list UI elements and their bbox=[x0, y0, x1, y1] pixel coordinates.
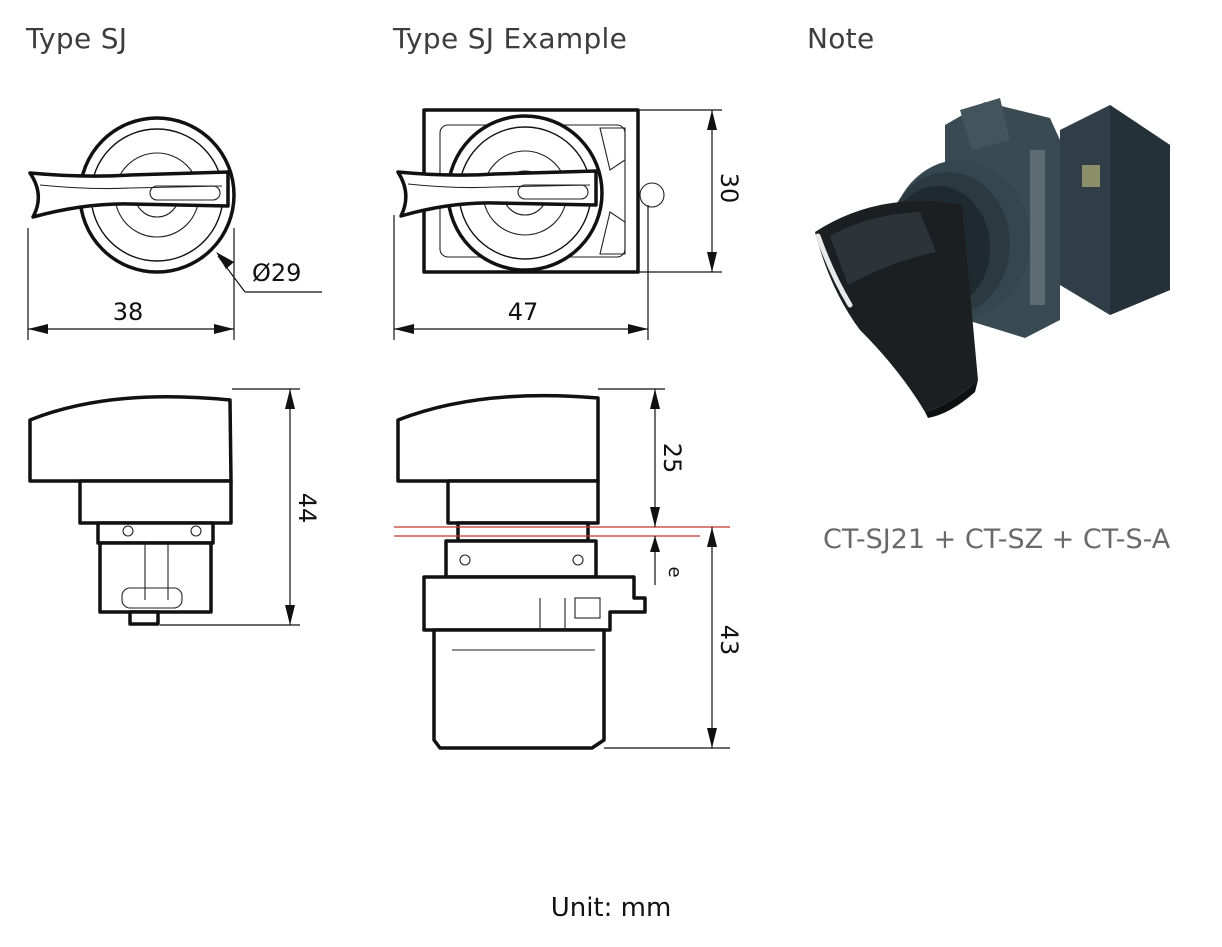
dimension-diameter-label: Ø29 bbox=[252, 259, 301, 287]
dimension-44: 44 bbox=[160, 388, 321, 626]
part-numbers: CT-SJ21 + CT-SZ + CT-S-A bbox=[823, 524, 1171, 555]
dimension-47-label: 47 bbox=[508, 298, 539, 326]
dimension-47: 47 bbox=[393, 205, 649, 340]
dimension-e: e bbox=[650, 536, 685, 585]
type-sj-top-view bbox=[28, 116, 236, 274]
rotary-selector-switch-icon bbox=[815, 98, 1170, 418]
dimension-30: 30 bbox=[638, 109, 743, 273]
dimension-43-label: 43 bbox=[715, 625, 743, 656]
dimension-38-label: 38 bbox=[113, 298, 144, 326]
example-top-view bbox=[396, 108, 665, 274]
dimension-38: 38 bbox=[27, 228, 235, 340]
example-side-view bbox=[396, 393, 647, 750]
dimension-30-label: 30 bbox=[715, 173, 743, 204]
dimension-44-label: 44 bbox=[293, 493, 321, 524]
dimension-25: 25 bbox=[598, 388, 686, 527]
dimension-25-label: 25 bbox=[658, 443, 686, 474]
reference-lines bbox=[394, 526, 730, 537]
type-sj-side-view bbox=[28, 394, 233, 626]
dimension-diameter: Ø29 bbox=[216, 252, 322, 293]
heading-note: Note bbox=[807, 22, 875, 55]
dimension-e-label: e bbox=[664, 566, 685, 577]
dimension-43: 43 bbox=[604, 527, 743, 749]
heading-type-sj: Type SJ bbox=[26, 22, 128, 55]
unit-label: Unit: mm bbox=[550, 893, 672, 923]
heading-type-sj-example: Type SJ Example bbox=[393, 22, 628, 55]
